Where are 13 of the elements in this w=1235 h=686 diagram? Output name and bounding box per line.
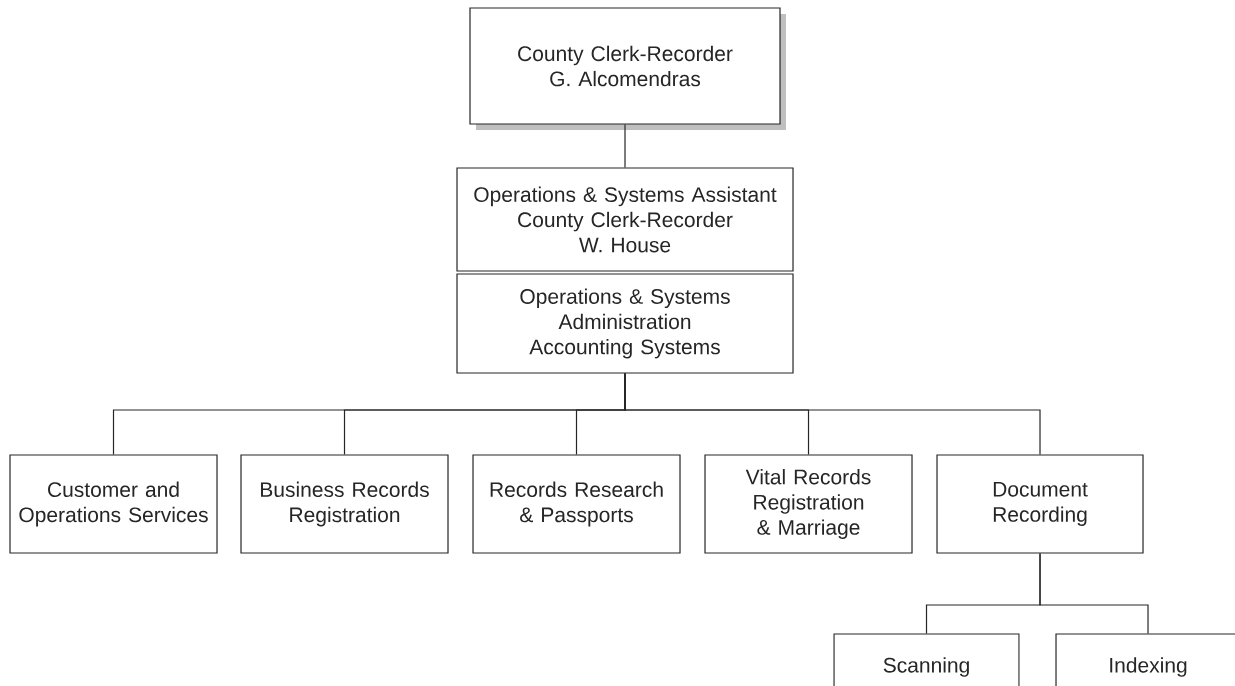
org-box: Vital Records Registration & Marriage	[704, 454, 913, 554]
org-box: Operations & Systems Assistant County Clerk-Recorder W. House	[456, 167, 794, 272]
org-box: Records Research & Passports	[472, 454, 681, 554]
org-box: Customer and Operations Services	[9, 454, 218, 554]
connector-line	[1039, 553, 1149, 634]
org-box: Scanning	[833, 633, 1020, 686]
org-box: County Clerk-Recorder G. Alcomendras	[469, 7, 786, 130]
connector-line	[624, 124, 626, 168]
org-box: Business Records Registration	[240, 454, 449, 554]
connector-line	[624, 373, 1041, 455]
org-box: Indexing	[1055, 633, 1235, 686]
org-box: Operations & Systems Administration Accounting Systems	[456, 273, 794, 374]
org-box: Document Recording	[936, 454, 1144, 554]
